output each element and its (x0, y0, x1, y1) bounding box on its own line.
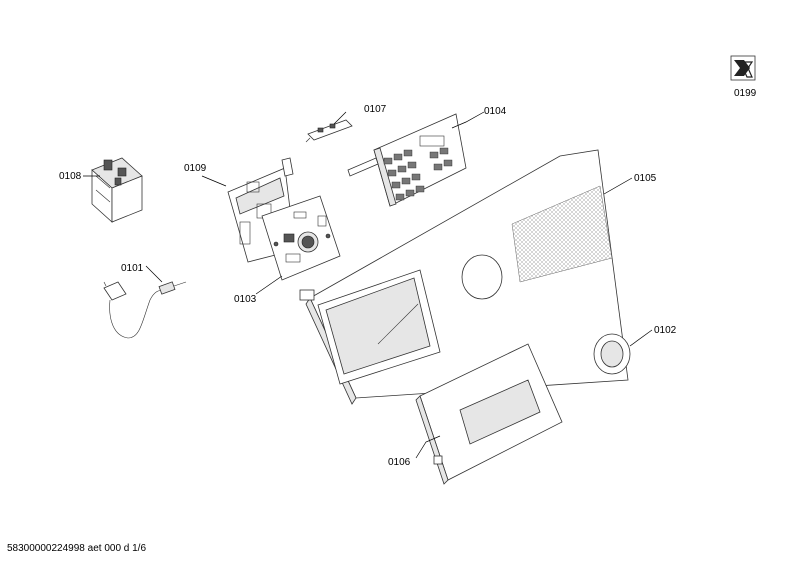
label-0102: 0102 (654, 325, 677, 336)
document-footer-id: 58300000224998 aet 000 d 1/6 (7, 543, 147, 554)
label-0104: 0104 (484, 106, 507, 117)
wrench-service-icon (730, 55, 756, 81)
label-0108: 0108 (59, 171, 82, 182)
part-0107-connector (305, 119, 353, 143)
part-0106-drawer (415, 343, 563, 485)
leader-lines (83, 111, 653, 459)
label-0103: 0103 (234, 294, 257, 305)
label-0106: 0106 (388, 457, 411, 468)
part-0105-front-panel (299, 149, 629, 405)
label-0199: 0199 (734, 88, 757, 99)
part-0102-seal-ring (593, 333, 631, 375)
label-0107: 0107 (364, 104, 387, 115)
part-0108-control-module (91, 157, 143, 223)
label-0101: 0101 (121, 263, 144, 274)
label-0109: 0109 (184, 163, 207, 174)
label-0105: 0105 (634, 173, 657, 184)
part-0104-display-panel (347, 113, 467, 207)
part-0101-power-cord (103, 281, 187, 339)
part-0103-circuit-board (261, 195, 341, 281)
